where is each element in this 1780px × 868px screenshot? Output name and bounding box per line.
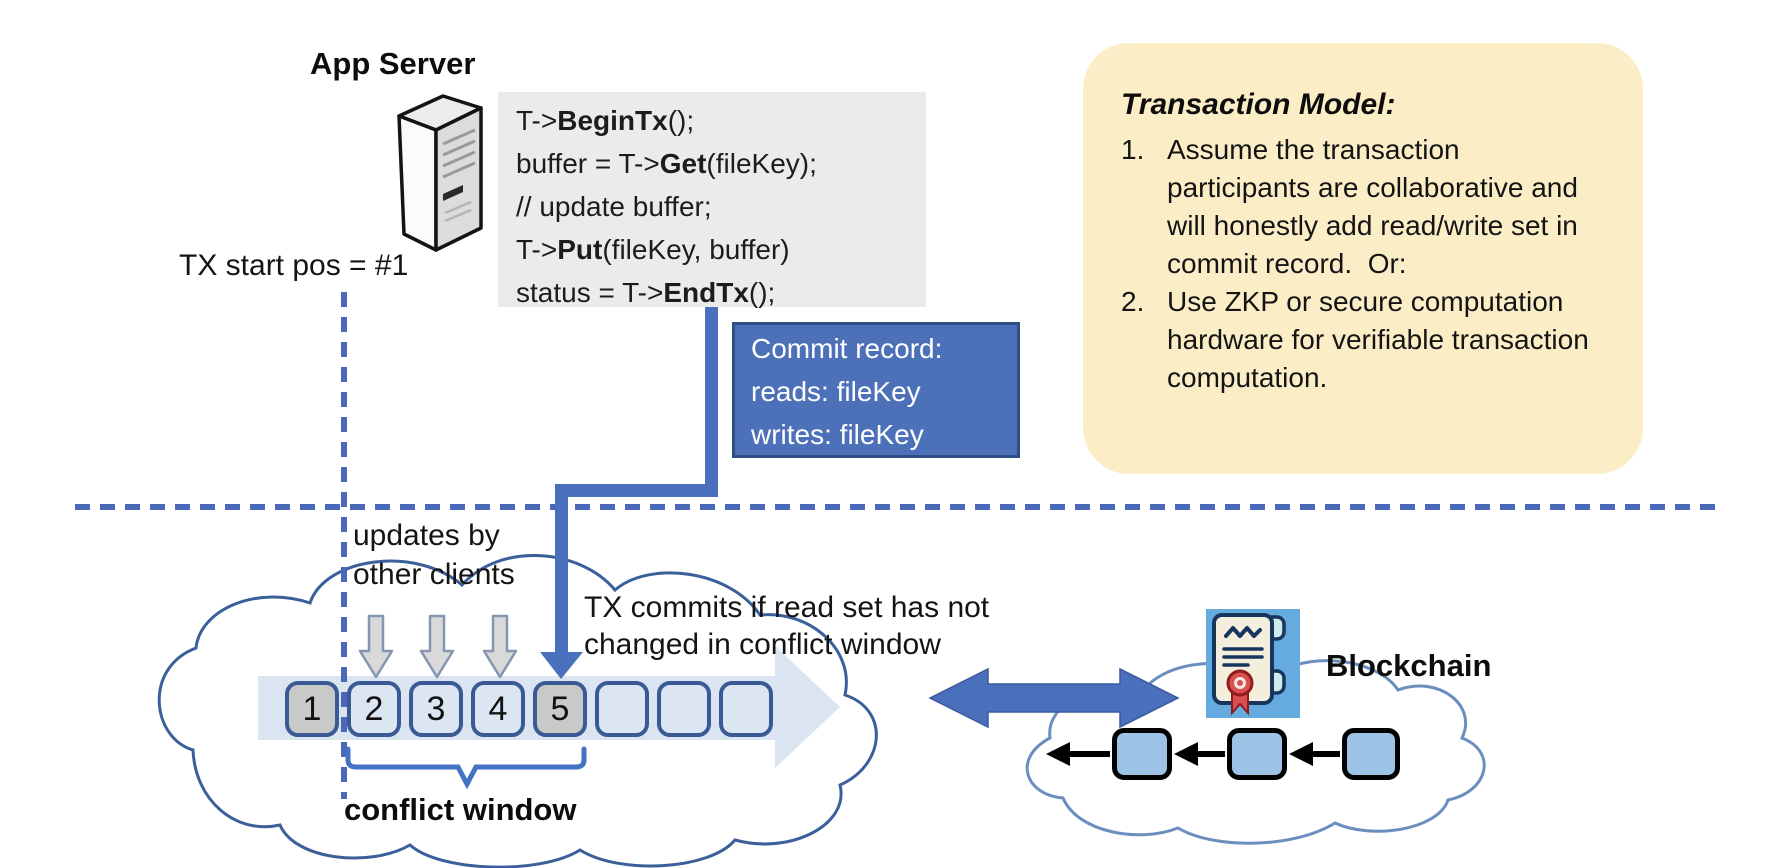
ledger-block-5: 5 (533, 681, 587, 737)
transaction-model-item: 1. Assume the transaction participants a… (1121, 131, 1609, 283)
app-server-label: App Server (310, 46, 476, 81)
ledger-cloud-outline (157, 554, 878, 868)
tx-start-pos-label: TX start pos = #1 (179, 249, 409, 282)
sync-double-arrow (928, 667, 1180, 729)
commit-elbow-arrow (540, 307, 718, 679)
ledger-block-8 (719, 681, 773, 737)
ledger-block-4: 4 (471, 681, 525, 737)
commit-record-line: writes: fileKey (751, 419, 924, 450)
commit-record-box: Commit record: reads: fileKey writes: fi… (732, 322, 1020, 458)
ledger-block-2: 2 (347, 681, 401, 737)
commit-record-line: Commit record: (751, 333, 943, 364)
chain-block (1112, 728, 1172, 780)
code-line: // update buffer; (516, 191, 712, 222)
tx-commits-label: TX commits if read set has not changed i… (584, 591, 990, 661)
transaction-code-panel: T->BeginTx(); buffer = T->Get(fileKey); … (498, 92, 926, 308)
chain-block (1227, 728, 1287, 780)
update-arrow-icon (358, 614, 394, 679)
code-line: T->BeginTx(); (516, 105, 695, 136)
commit-record-line: reads: fileKey (751, 376, 921, 407)
item-text: Use ZKP or secure computation hardware f… (1167, 286, 1597, 393)
chain-link-arrows (1046, 742, 1340, 766)
code-line: T->Put(fileKey, buffer) (516, 234, 790, 265)
item-number: 1. (1121, 134, 1145, 165)
transaction-model-title: Transaction Model: (1121, 88, 1396, 121)
server-tower-icon (397, 94, 483, 252)
arrow-left-icon (1174, 742, 1198, 766)
blockchain-label: Blockchain (1326, 648, 1492, 683)
arrow-left-icon (1289, 742, 1313, 766)
item-text: Assume the transaction participants are … (1167, 134, 1586, 279)
chain-block (1342, 728, 1400, 780)
ledger-block-7 (657, 681, 711, 737)
transaction-model-panel: Transaction Model: 1. Assume the transac… (1083, 43, 1643, 474)
ledger-block-3: 3 (409, 681, 463, 737)
arrow-left-icon (1046, 742, 1070, 766)
conflict-window-label: conflict window (344, 792, 577, 827)
update-arrows (358, 614, 518, 679)
code-line: status = T->EndTx(); (516, 277, 776, 308)
conflict-window-bracket (345, 746, 587, 790)
update-arrow-icon (482, 614, 518, 679)
updates-by-other-clients-label: updates by other clients (353, 519, 515, 591)
ledger-block-1: 1 (285, 681, 339, 737)
transaction-model-item: 2. Use ZKP or secure computation hardwar… (1121, 283, 1609, 397)
ledger-block-6 (595, 681, 649, 737)
item-number: 2. (1121, 286, 1145, 317)
code-line: buffer = T->Get(fileKey); (516, 148, 817, 179)
certificate-scroll-icon (1206, 609, 1300, 718)
update-arrow-icon (419, 614, 455, 679)
